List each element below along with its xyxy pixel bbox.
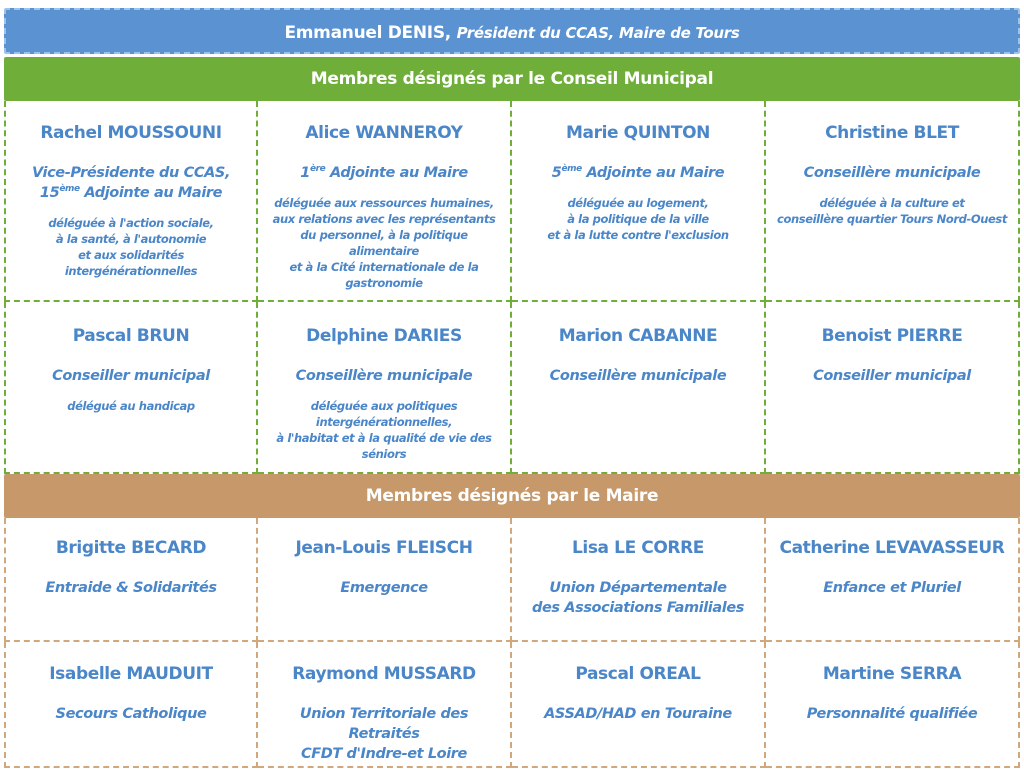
- mayor-row-1: Brigitte BECARD Entraide & Solidarités J…: [4, 518, 1020, 642]
- member-card: Marion CABANNE Conseillère municipale: [512, 302, 766, 474]
- member-organization: Union Départementale des Associations Fa…: [531, 580, 745, 616]
- member-delegation: déléguée aux politiques intergénérationn…: [276, 399, 492, 461]
- member-organization: ASSAD/HAD en Touraine: [544, 706, 732, 722]
- member-delegation: déléguée au logement, à la politique de …: [547, 196, 729, 242]
- member-title: Conseillère municipale: [549, 368, 727, 384]
- member-card: Isabelle MAUDUIT Secours Catholique: [4, 642, 258, 768]
- member-organization: Union Territoriale des Retraités CFDT d'…: [299, 706, 469, 762]
- member-name: Raymond MUSSARD: [292, 664, 476, 684]
- member-name: Marie QUINTON: [566, 123, 710, 143]
- member-name: Martine SERRA: [822, 664, 962, 684]
- council-section-header: Membres désignés par le Conseil Municipa…: [4, 57, 1020, 101]
- member-card: Catherine LEVAVASSEUR Enfance et Pluriel: [766, 518, 1020, 642]
- member-organization: Secours Catholique: [55, 706, 207, 722]
- member-organization: Enfance et Pluriel: [823, 580, 961, 596]
- member-title: Conseiller municipal: [52, 368, 210, 384]
- member-name: Pascal BRUN: [72, 326, 190, 346]
- member-title: Conseiller municipal: [813, 368, 971, 384]
- member-name: Marion CABANNE: [558, 326, 718, 346]
- member-name: Lisa LE CORRE: [571, 538, 705, 558]
- member-card: Delphine DARIES Conseillère municipale d…: [258, 302, 512, 474]
- member-name: Christine BLET: [825, 123, 959, 143]
- member-card: Rachel MOUSSOUNI Vice-Présidente du CCAS…: [4, 101, 258, 302]
- member-card: Brigitte BECARD Entraide & Solidarités: [4, 518, 258, 642]
- member-name: Jean-Louis FLEISCH: [295, 538, 473, 558]
- member-organization: Entraide & Solidarités: [45, 580, 217, 596]
- member-delegation: déléguée à la culture et conseillère qua…: [777, 196, 1007, 226]
- mayor-section-header: Membres désignés par le Maire: [4, 474, 1020, 518]
- member-title: Conseillère municipale: [295, 368, 473, 384]
- member-delegation: déléguée aux ressources humaines, aux re…: [272, 196, 496, 290]
- council-row-1: Rachel MOUSSOUNI Vice-Présidente du CCAS…: [4, 101, 1020, 302]
- president-banner: Emmanuel DENIS, Président du CCAS, Maire…: [4, 8, 1020, 54]
- member-card: Raymond MUSSARD Union Territoriale des R…: [258, 642, 512, 768]
- president-name: Emmanuel DENIS,: [284, 23, 451, 43]
- council-row-2: Pascal BRUN Conseiller municipal délégué…: [4, 302, 1020, 474]
- member-name: Isabelle MAUDUIT: [49, 664, 213, 684]
- member-name: Catherine LEVAVASSEUR: [779, 538, 1005, 558]
- member-card: Benoist PIERRE Conseiller municipal: [766, 302, 1020, 474]
- member-card: Pascal BRUN Conseiller municipal délégué…: [4, 302, 258, 474]
- mayor-row-2: Isabelle MAUDUIT Secours Catholique Raym…: [4, 642, 1020, 768]
- president-role: Président du CCAS, Maire de Tours: [456, 24, 740, 42]
- member-delegation: délégué au handicap: [67, 399, 195, 413]
- member-title: 1ère Adjointe au Maire: [300, 164, 468, 181]
- member-organization: Personnalité qualifiée: [806, 706, 978, 722]
- member-name: Rachel MOUSSOUNI: [40, 123, 222, 143]
- member-organization: Emergence: [340, 580, 428, 596]
- member-card: Christine BLET Conseillère municipale dé…: [766, 101, 1020, 302]
- member-name: Alice WANNEROY: [305, 123, 463, 143]
- member-card: Lisa LE CORRE Union Départementale des A…: [512, 518, 766, 642]
- member-delegation: déléguée à l'action sociale, à la santé,…: [48, 216, 214, 278]
- member-card: Alice WANNEROY 1ère Adjointe au Maire dé…: [258, 101, 512, 302]
- member-card: Pascal OREAL ASSAD/HAD en Touraine: [512, 642, 766, 768]
- member-name: Benoist PIERRE: [821, 326, 963, 346]
- member-title: Conseillère municipale: [803, 165, 981, 181]
- member-name: Pascal OREAL: [575, 664, 701, 684]
- board-chart: Emmanuel DENIS, Président du CCAS, Maire…: [4, 8, 1020, 768]
- member-title: 5ème Adjointe au Maire: [551, 164, 725, 181]
- member-name: Delphine DARIES: [306, 326, 462, 346]
- member-card: Martine SERRA Personnalité qualifiée: [766, 642, 1020, 768]
- member-card: Marie QUINTON 5ème Adjointe au Maire dél…: [512, 101, 766, 302]
- member-card: Jean-Louis FLEISCH Emergence: [258, 518, 512, 642]
- member-name: Brigitte BECARD: [55, 538, 207, 558]
- member-title: Vice-Présidente du CCAS, 15ème Adjointe …: [31, 165, 231, 201]
